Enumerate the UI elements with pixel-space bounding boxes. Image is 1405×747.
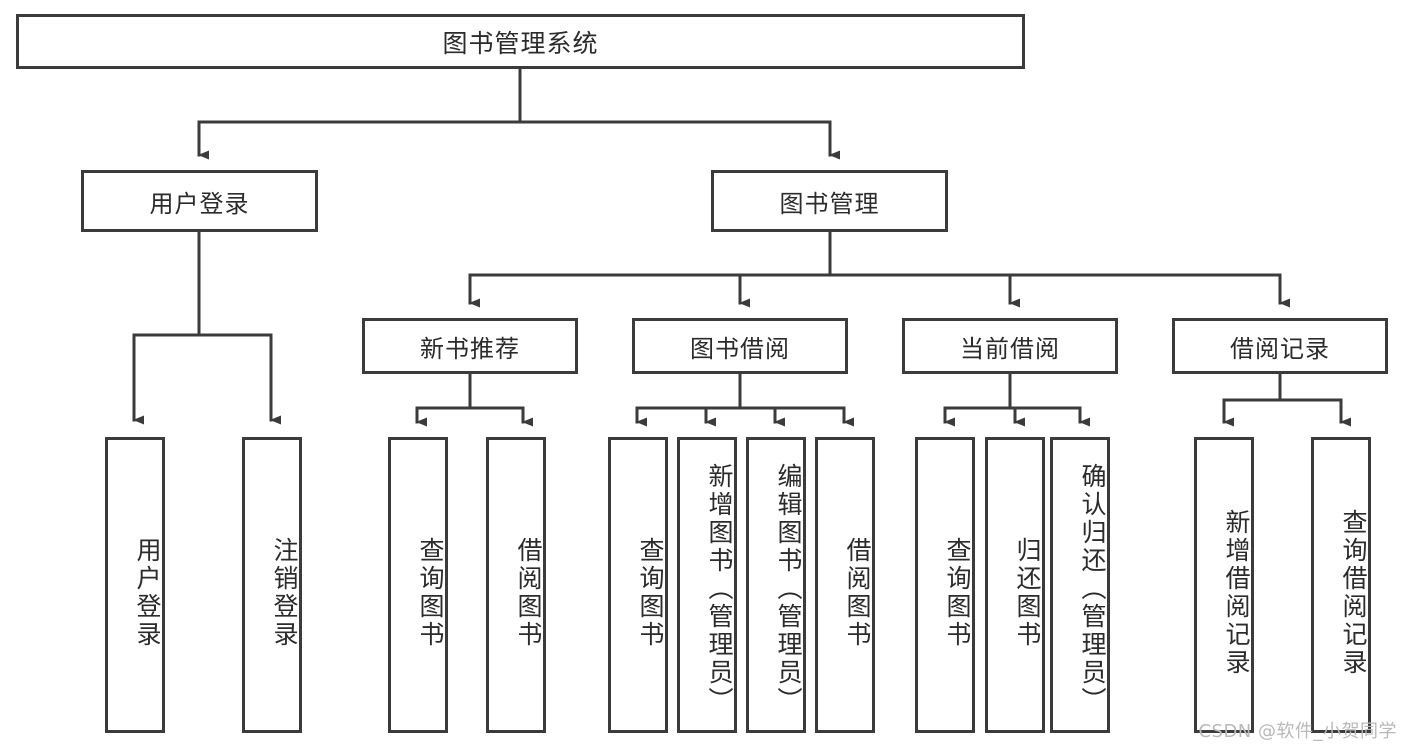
node-new-book-recommend[interactable]: 新书推荐: [362, 318, 578, 374]
leaf-query-borrow-record[interactable]: 查询借阅记录: [1311, 437, 1371, 733]
leaf-query-book-recommend[interactable]: 查询图书: [388, 437, 448, 733]
leaf-user-login[interactable]: 用户登录: [105, 437, 165, 733]
leaf-edit-book-admin[interactable]: 编辑图书（管理员）: [746, 437, 806, 733]
node-user-login[interactable]: 用户登录: [81, 170, 318, 232]
node-current-borrow[interactable]: 当前借阅: [902, 318, 1118, 374]
leaf-add-book-admin[interactable]: 新增图书（管理员）: [677, 437, 737, 733]
leaf-borrow-book[interactable]: 借阅图书: [815, 437, 875, 733]
leaf-borrow-book-recommend[interactable]: 借阅图书: [486, 437, 546, 733]
node-book-borrow[interactable]: 图书借阅: [632, 318, 848, 374]
node-borrow-record[interactable]: 借阅记录: [1172, 318, 1388, 374]
node-root-system[interactable]: 图书管理系统: [16, 14, 1025, 69]
leaf-confirm-return-admin[interactable]: 确认归还（管理员）: [1050, 437, 1110, 733]
leaf-logout-login[interactable]: 注销登录: [242, 437, 302, 733]
node-book-management[interactable]: 图书管理: [711, 170, 948, 232]
watermark: CSDN @软件_小贺同学: [1198, 721, 1397, 742]
leaf-add-borrow-record[interactable]: 新增借阅记录: [1194, 437, 1254, 733]
leaf-return-book[interactable]: 归还图书: [985, 437, 1045, 733]
leaf-query-book-borrow[interactable]: 查询图书: [608, 437, 668, 733]
leaf-query-book-current[interactable]: 查询图书: [915, 437, 975, 733]
